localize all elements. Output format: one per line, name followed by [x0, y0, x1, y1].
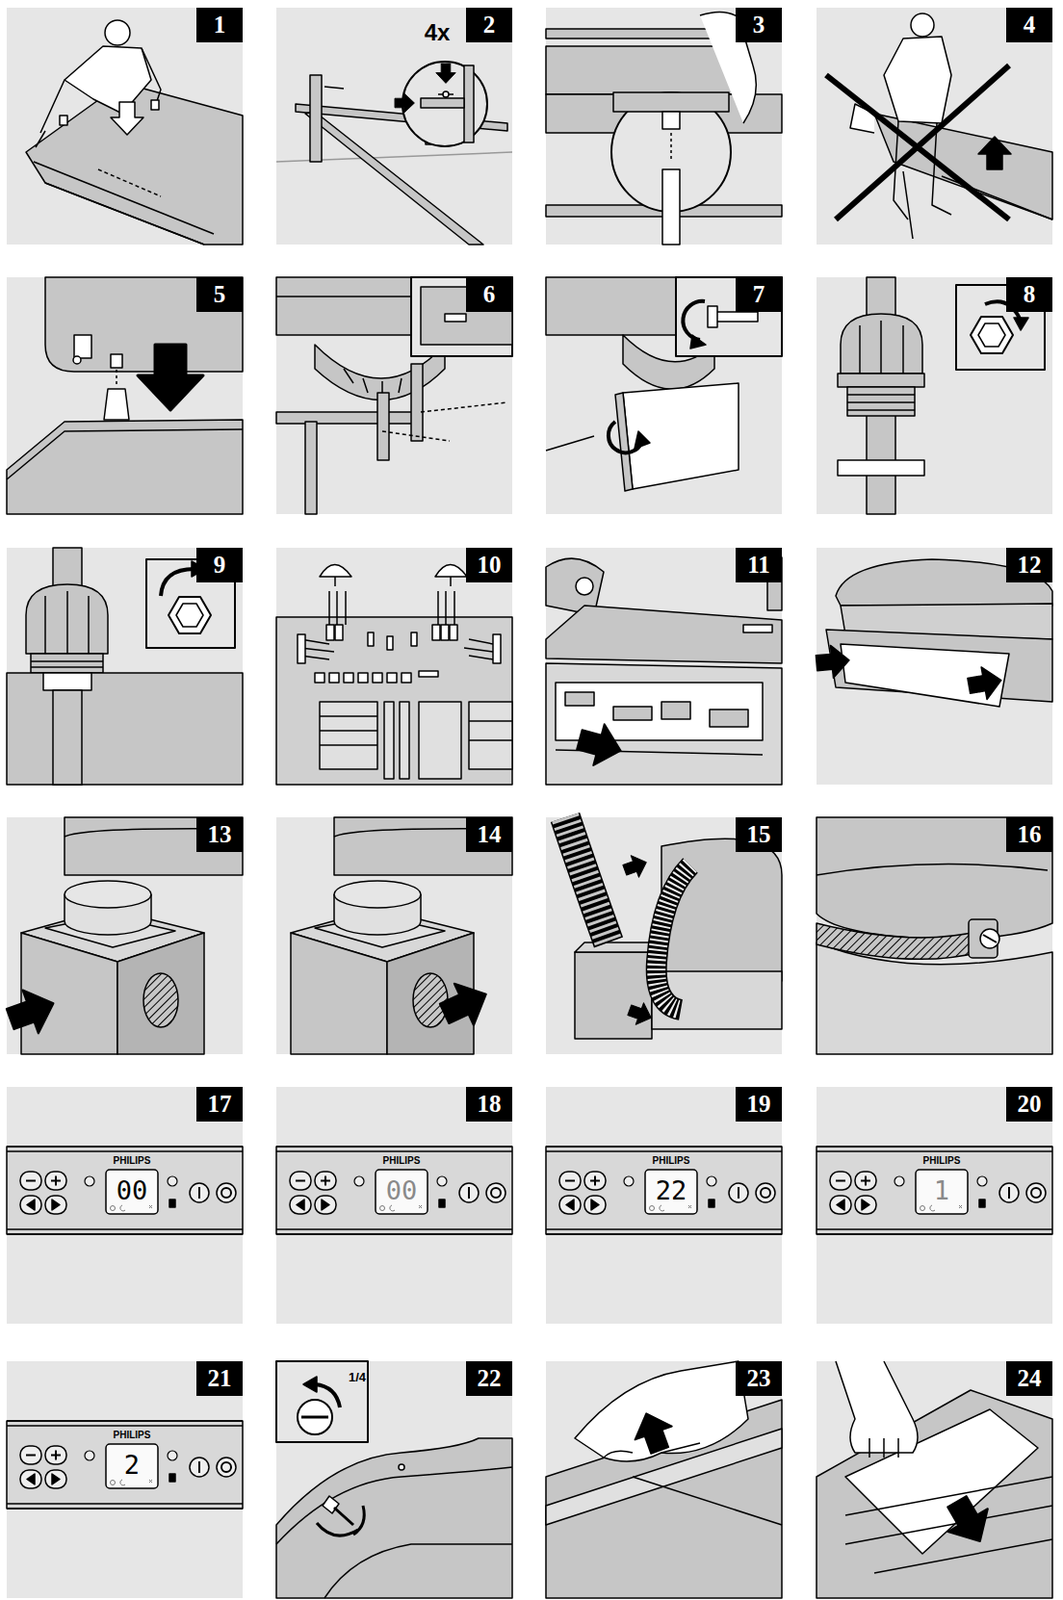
- step-number-badge: 3: [735, 7, 782, 43]
- step-number: 21: [207, 1365, 233, 1393]
- display-digits: 00: [116, 1177, 149, 1204]
- display-digits: 22: [655, 1177, 688, 1204]
- step-number: 11: [747, 551, 771, 579]
- display-digits: 1: [933, 1177, 950, 1204]
- step-number-badge: 19: [735, 1087, 782, 1122]
- step-number-badge: 10: [466, 547, 513, 583]
- step-number: 18: [477, 1090, 502, 1118]
- step-number: 1: [213, 11, 227, 39]
- step-number: 12: [1017, 551, 1042, 579]
- step-number: 15: [747, 821, 772, 849]
- step-number: 22: [477, 1365, 502, 1393]
- step-number-badge: 13: [196, 817, 243, 853]
- step-number-badge: 23: [735, 1361, 782, 1397]
- step-number-badge: 21: [196, 1361, 243, 1397]
- step-number-badge: 8: [1006, 277, 1053, 312]
- step-number-badge: 6: [466, 277, 513, 312]
- brand-label: PHILIPS: [923, 1156, 961, 1167]
- step-number: 10: [477, 551, 502, 579]
- step-number: 7: [752, 281, 766, 309]
- step-number: 16: [1017, 821, 1042, 849]
- step-number-badge: 16: [1006, 817, 1053, 853]
- brand-label: PHILIPS: [113, 1156, 152, 1167]
- step-number: 5: [213, 281, 227, 309]
- display-digits: 00: [386, 1177, 418, 1204]
- quantity-label: 4x: [424, 21, 451, 45]
- step-number: 17: [207, 1090, 233, 1118]
- step-number-badge: 18: [466, 1087, 513, 1122]
- step-number: 9: [213, 551, 227, 579]
- step-number: 6: [483, 281, 496, 309]
- step-number: 20: [1017, 1090, 1042, 1118]
- step-number-badge: 9: [196, 547, 243, 583]
- step-number: 14: [477, 821, 502, 849]
- step-number: 19: [747, 1090, 772, 1118]
- display-digits: 2: [124, 1451, 140, 1478]
- step-number: 24: [1017, 1365, 1042, 1393]
- step-number-badge: 22: [466, 1361, 513, 1397]
- brand-label: PHILIPS: [383, 1156, 421, 1167]
- step-number: 8: [1023, 281, 1037, 309]
- turn-fraction: 1/4: [348, 1371, 366, 1384]
- step-number-badge: 17: [196, 1087, 243, 1122]
- step-number-badge: 14: [466, 817, 513, 853]
- step-number: 2: [483, 11, 496, 39]
- step-number: 13: [207, 821, 233, 849]
- brand-label: PHILIPS: [652, 1156, 691, 1167]
- step-number-badge: 20: [1006, 1087, 1053, 1122]
- step-number: 3: [752, 11, 766, 39]
- step-number: 23: [747, 1365, 772, 1393]
- step-number-badge: 5: [196, 277, 243, 312]
- step-number-badge: 4: [1006, 7, 1053, 43]
- step-number-badge: 12: [1006, 547, 1053, 583]
- step-number: 4: [1023, 11, 1037, 39]
- step-number-badge: 15: [735, 817, 782, 853]
- brand-label: PHILIPS: [113, 1430, 152, 1441]
- step-number-badge: 24: [1006, 1361, 1053, 1397]
- step-number-badge: 1: [196, 7, 243, 43]
- step-number-badge: 2: [466, 7, 513, 43]
- step-number-badge: 7: [735, 277, 782, 312]
- step-number-badge: 11: [735, 547, 782, 583]
